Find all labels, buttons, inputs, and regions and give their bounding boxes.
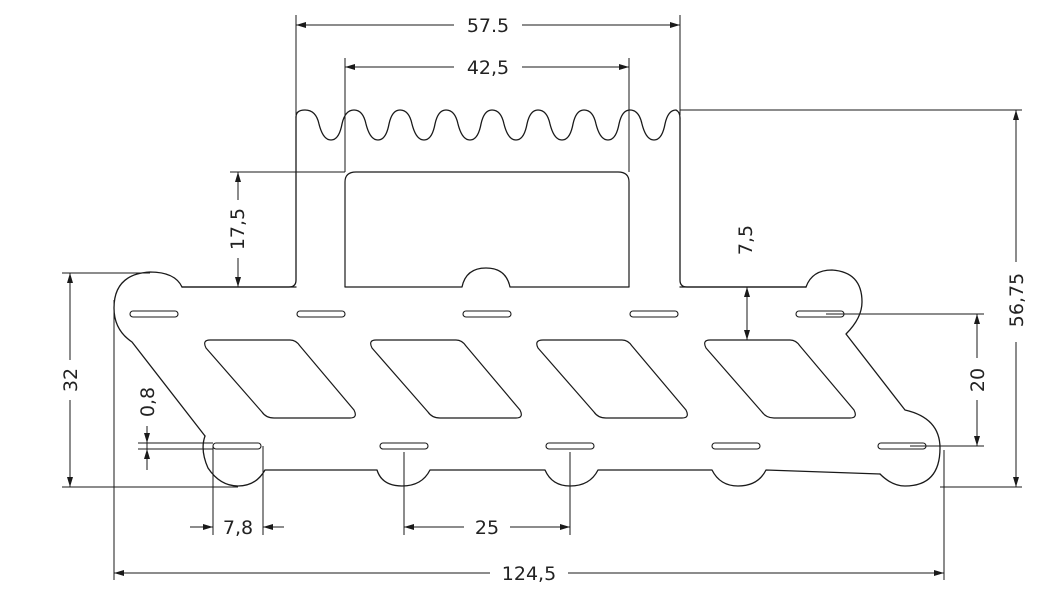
flange-top-edge <box>181 267 807 288</box>
cutout-2 <box>370 339 522 419</box>
dim-label-left-height: 32 <box>60 368 82 392</box>
slots <box>129 310 927 450</box>
slot <box>629 310 679 318</box>
slot <box>129 310 179 318</box>
right-neck-wall <box>679 117 807 288</box>
lattice-cutouts <box>204 339 856 419</box>
dimension-foot-width: 7,8 <box>190 446 284 539</box>
cutout-3 <box>536 339 688 419</box>
dimension-slot-width: 0,8 <box>137 387 213 470</box>
dimension-neck-height: 17,5 <box>227 171 345 287</box>
left-lobe <box>113 271 206 437</box>
dim-label-web-thickness: 7,5 <box>735 225 757 255</box>
bottom-edge <box>202 435 881 487</box>
dimension-opening-width: 42,5 <box>344 57 630 172</box>
dim-label-slot-width: 0,8 <box>137 387 159 417</box>
dim-label-foot-width: 7,8 <box>223 517 253 539</box>
dimension-total-height: 56,75 <box>680 109 1028 488</box>
slot <box>545 442 595 450</box>
dimension-left-height: 32 <box>60 272 238 488</box>
dimension-right-span: 20 <box>826 313 989 447</box>
cutout-4 <box>704 339 856 419</box>
left-neck-wall <box>181 116 297 288</box>
dim-label-right-span: 20 <box>967 368 989 392</box>
profile-outline <box>113 109 941 487</box>
dim-label-total-width: 124,5 <box>502 563 556 585</box>
dimension-total-width: 124,5 <box>113 300 945 585</box>
dimension-top-width: 57.5 <box>295 15 681 115</box>
central-opening <box>344 171 630 287</box>
dimension-pitch: 25 <box>403 452 571 539</box>
right-lobe <box>805 269 941 487</box>
dim-label-neck-height: 17,5 <box>227 208 249 250</box>
slot <box>296 310 346 318</box>
dim-label-opening-width: 42,5 <box>467 57 509 79</box>
dim-label-total-height: 56,75 <box>1006 273 1028 327</box>
slot <box>462 310 512 318</box>
slot <box>711 442 761 450</box>
dim-label-top-width: 57.5 <box>467 15 509 37</box>
dimension-web-thickness: 7,5 <box>735 225 757 340</box>
dim-label-pitch: 25 <box>475 517 499 539</box>
cutout-1 <box>204 339 356 419</box>
slot <box>379 442 429 450</box>
serrated-top-edge <box>295 109 681 141</box>
slot <box>212 442 262 450</box>
